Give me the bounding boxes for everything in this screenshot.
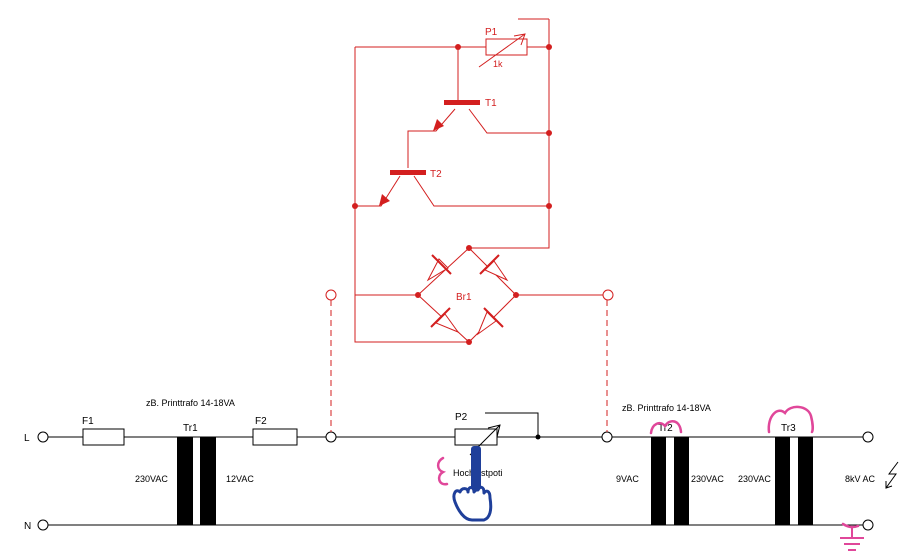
label-N: N — [24, 521, 31, 532]
label-T1: T1 — [485, 98, 497, 109]
terminal-icon[interactable] — [602, 289, 614, 301]
label-L: L — [24, 433, 30, 444]
potentiometer-icon[interactable] — [478, 18, 549, 68]
label-F1: F1 — [82, 416, 94, 427]
transformer-icon[interactable] — [775, 437, 813, 525]
label-P1-value: 1k — [493, 59, 503, 69]
diode-icon[interactable] — [476, 307, 504, 336]
voltage-12vac: 12VAC — [226, 474, 254, 484]
transistor-icon[interactable] — [433, 100, 480, 131]
control-circuit — [330, 18, 608, 432]
hand-cursor-icon[interactable] — [452, 446, 493, 522]
terminal-icon[interactable] — [37, 519, 49, 531]
fuse-icon[interactable] — [82, 428, 125, 446]
diode-icon[interactable] — [426, 254, 452, 282]
lightning-icon — [885, 461, 899, 489]
terminal-icon[interactable] — [862, 431, 874, 443]
junction-dots — [352, 44, 552, 345]
label-P1: P1 — [485, 27, 498, 38]
voltage-230vac-2: 230VAC — [691, 474, 724, 484]
terminal-icon[interactable] — [862, 519, 874, 531]
label-Tr1: Tr1 — [183, 423, 198, 434]
transformer-icon[interactable] — [177, 437, 216, 525]
annotation-marks — [436, 405, 860, 529]
note-tr2: zB. Printtrafo 14-18VA — [622, 403, 711, 413]
terminals — [37, 431, 874, 531]
label-T2: T2 — [430, 169, 442, 180]
label-Tr3: Tr3 — [781, 423, 796, 434]
label-Tr2: Tr2 — [658, 423, 673, 434]
diode-icon[interactable] — [430, 307, 460, 334]
transformer-icon[interactable] — [651, 437, 689, 525]
ground-icon — [840, 528, 864, 551]
fuse-icon[interactable] — [252, 428, 298, 446]
voltage-230vac-1: 230VAC — [135, 474, 168, 484]
junction-dot — [535, 434, 541, 440]
voltage-8kv: 8kV AC — [845, 474, 876, 484]
label-Br1: Br1 — [456, 292, 472, 303]
label-F2: F2 — [255, 416, 267, 427]
terminal-icon[interactable] — [325, 289, 337, 301]
diode-icon[interactable] — [479, 254, 509, 282]
terminal-icon[interactable] — [601, 431, 613, 443]
transistor-icon[interactable] — [379, 170, 426, 206]
terminal-icon[interactable] — [325, 431, 337, 443]
voltage-230vac-3: 230VAC — [738, 474, 771, 484]
voltage-9vac: 9VAC — [616, 474, 639, 484]
label-P2: P2 — [455, 412, 468, 423]
potentiometer-icon[interactable] — [454, 412, 539, 456]
terminal-icon[interactable] — [37, 431, 49, 443]
note-tr1: zB. Printtrafo 14-18VA — [146, 398, 235, 408]
